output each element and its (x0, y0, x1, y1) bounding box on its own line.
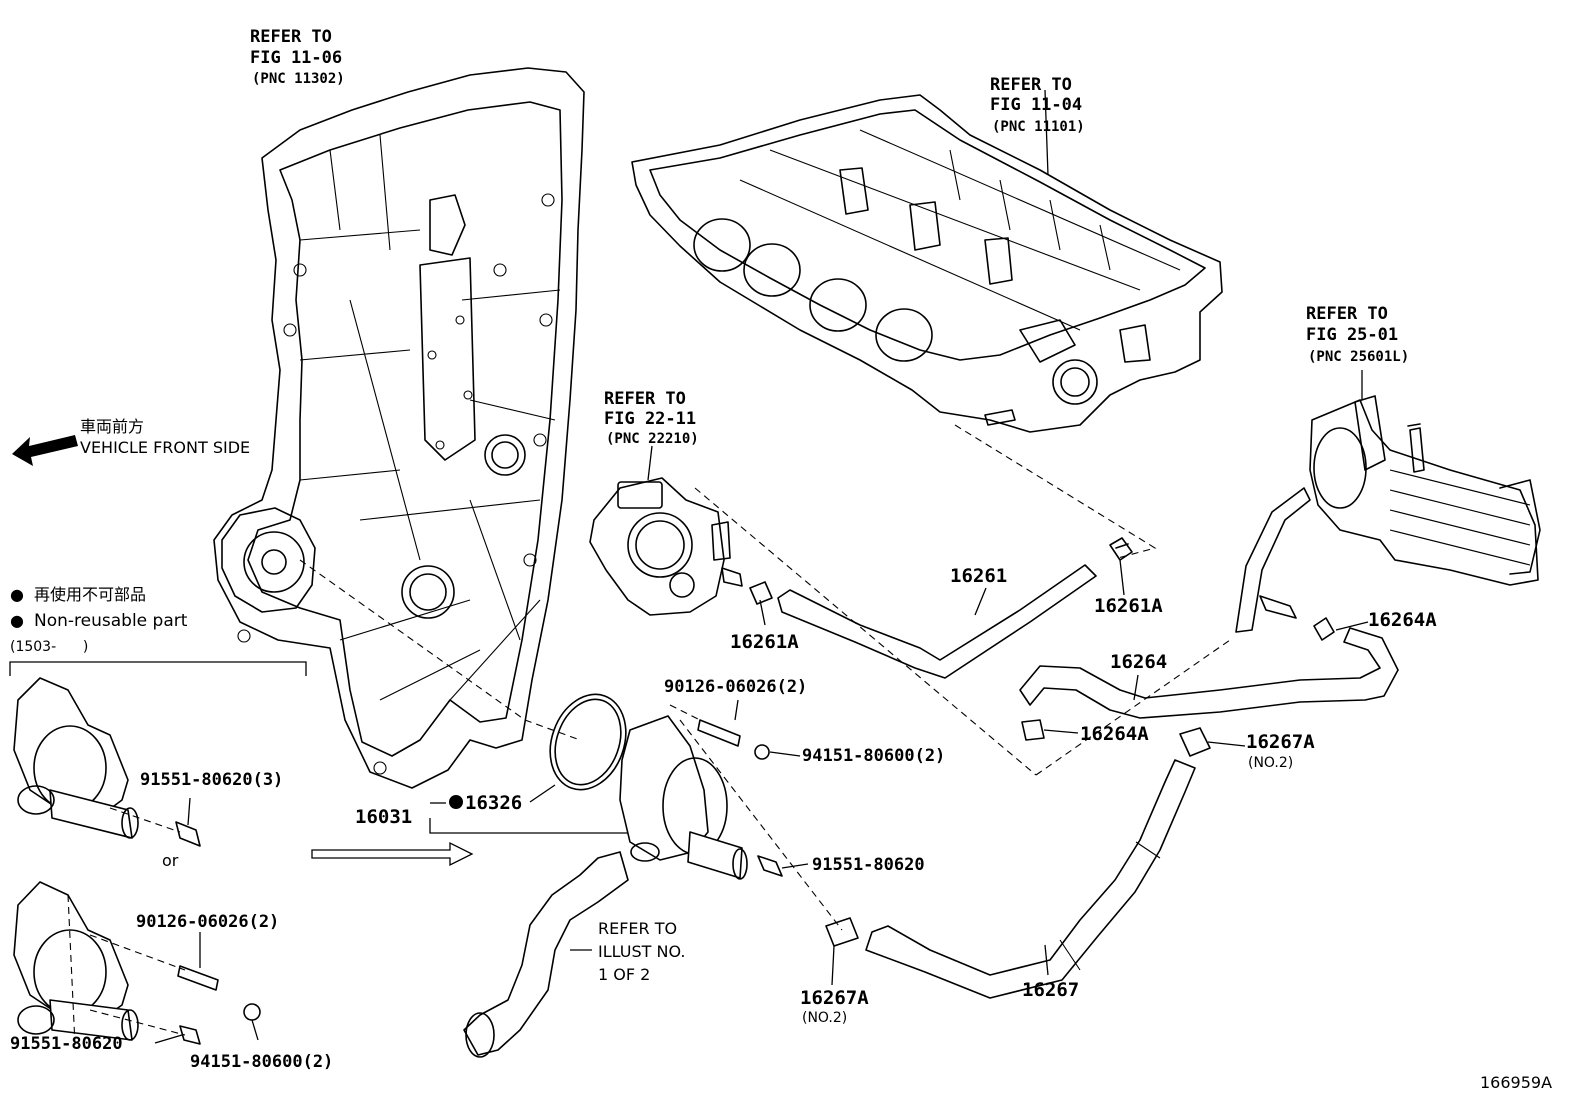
timing-chain-cover-illustration (213, 67, 585, 789)
part-94151-center: 94151-80600(2) (802, 746, 945, 766)
refer-timing-cover-line2: FIG 11-06 (250, 48, 342, 68)
part-90126-left: 90126-06026(2) (136, 912, 279, 932)
refer-illust: REFER TO ILLUST NO. 1 OF 2 (598, 919, 685, 984)
clamp-16264a-right (1313, 617, 1335, 641)
hose-16261 (777, 564, 1097, 679)
hose-16264 (1019, 627, 1399, 719)
bolt-left-bottom (179, 1025, 201, 1045)
refer-throttle-body-line2: FIG 22-11 (604, 409, 696, 429)
water-inlet-housing-alt-top (13, 677, 139, 839)
gasket-o-ring (549, 693, 627, 791)
clamp-16264a-left (1021, 719, 1045, 741)
egr-cooler-illustration (1235, 395, 1541, 633)
or-label: or (162, 851, 179, 870)
refer-egr-cooler-line1: REFER TO (1306, 304, 1388, 324)
refer-timing-cover: REFER TO FIG 11-06 (PNC 11302) (250, 27, 345, 87)
bolt-center (757, 855, 783, 877)
stud-bolt-center (697, 719, 741, 747)
clamp-16267a-right (1179, 727, 1211, 757)
refer-egr-cooler: REFER TO FIG 25-01 (PNC 25601L) (1306, 304, 1409, 365)
clamp-16267a-bottom (825, 917, 859, 947)
part-16264: 16264 (1110, 651, 1167, 673)
or-arrow (311, 841, 474, 867)
part-16261: 16261 (950, 565, 1007, 587)
non-reusable-marker (449, 795, 463, 809)
nut-left (243, 1003, 261, 1021)
part-16267: 16267 (1022, 979, 1079, 1001)
legend-en: Non-reusable part (34, 611, 188, 631)
part-94151-left: 94151-80600(2) (190, 1052, 333, 1072)
part-16267a-right: 16267A (1246, 731, 1315, 753)
refer-illust-line1: REFER TO (598, 919, 677, 938)
part-16267a-right-note: (NO.2) (1248, 755, 1293, 771)
part-16267a-bottom: 16267A (800, 987, 869, 1009)
vehicle-front-en: VEHICLE FRONT SIDE (80, 438, 250, 457)
bolt-left-top (175, 821, 201, 847)
vehicle-front-jp: 車両前方 (80, 417, 144, 436)
water-inlet-housing-alt-bottom (13, 881, 139, 1041)
refer-timing-cover-line1: REFER TO (250, 27, 332, 47)
alternate-bracket-line (9, 661, 307, 676)
throttle-body-illustration (589, 477, 743, 616)
hose-16267 (865, 759, 1196, 999)
refer-egr-cooler-line2: FIG 25-01 (1306, 325, 1398, 345)
legend-date-range: (1503- ) (10, 639, 88, 655)
refer-cylinder-head-line2: FIG 11-04 (990, 95, 1082, 115)
stud-left (177, 965, 219, 991)
part-16261a-right: 16261A (1094, 595, 1163, 617)
water-inlet-housing-center (619, 715, 748, 880)
part-16264a-left: 16264A (1080, 723, 1149, 745)
refer-cylinder-head-line3: (PNC 11101) (992, 119, 1085, 135)
refer-timing-cover-line3: (PNC 11302) (252, 71, 345, 87)
hose-to-radiator (463, 851, 629, 1058)
refer-throttle-body-line3: (PNC 22210) (606, 431, 699, 447)
part-90126-center: 90126-06026(2) (664, 677, 807, 697)
part-16031: 16031 (355, 806, 412, 828)
part-91551-left-bottom: 91551-80620 (10, 1034, 123, 1054)
part-16261a-left: 16261A (730, 631, 799, 653)
refer-egr-cooler-line3: (PNC 25601L) (1308, 349, 1409, 365)
vehicle-front-arrow (12, 435, 78, 466)
part-91551-left-top: 91551-80620(3) (140, 770, 283, 790)
part-16264a-right: 16264A (1368, 609, 1437, 631)
part-16267a-bottom-note: (NO.2) (802, 1010, 847, 1026)
refer-cylinder-head-line1: REFER TO (990, 75, 1072, 95)
refer-cylinder-head: REFER TO FIG 11-04 (PNC 11101) (990, 75, 1085, 135)
part-16326: 16326 (465, 792, 522, 814)
clamp-16261a-right (1109, 537, 1133, 561)
nut-center (754, 744, 770, 760)
assembly-dashed-lines (67, 424, 1231, 1046)
refer-illust-line2: ILLUST NO. (598, 942, 685, 961)
legend-jp: 再使用不可部品 (34, 585, 146, 604)
part-91551-center: 91551-80620 (812, 855, 925, 875)
refer-throttle-body-line1: REFER TO (604, 389, 686, 409)
leader-lines (154, 89, 1369, 1044)
illustration-id: 166959A (1480, 1073, 1552, 1092)
legend-bullet-1: ● (10, 585, 24, 604)
refer-throttle-body: REFER TO FIG 22-11 (PNC 22210) (604, 389, 699, 447)
clamp-16261a-left (749, 581, 773, 605)
cylinder-head-illustration (631, 94, 1223, 433)
refer-illust-line3: 1 OF 2 (598, 965, 650, 984)
legend-bullet-2: ● (10, 611, 24, 630)
